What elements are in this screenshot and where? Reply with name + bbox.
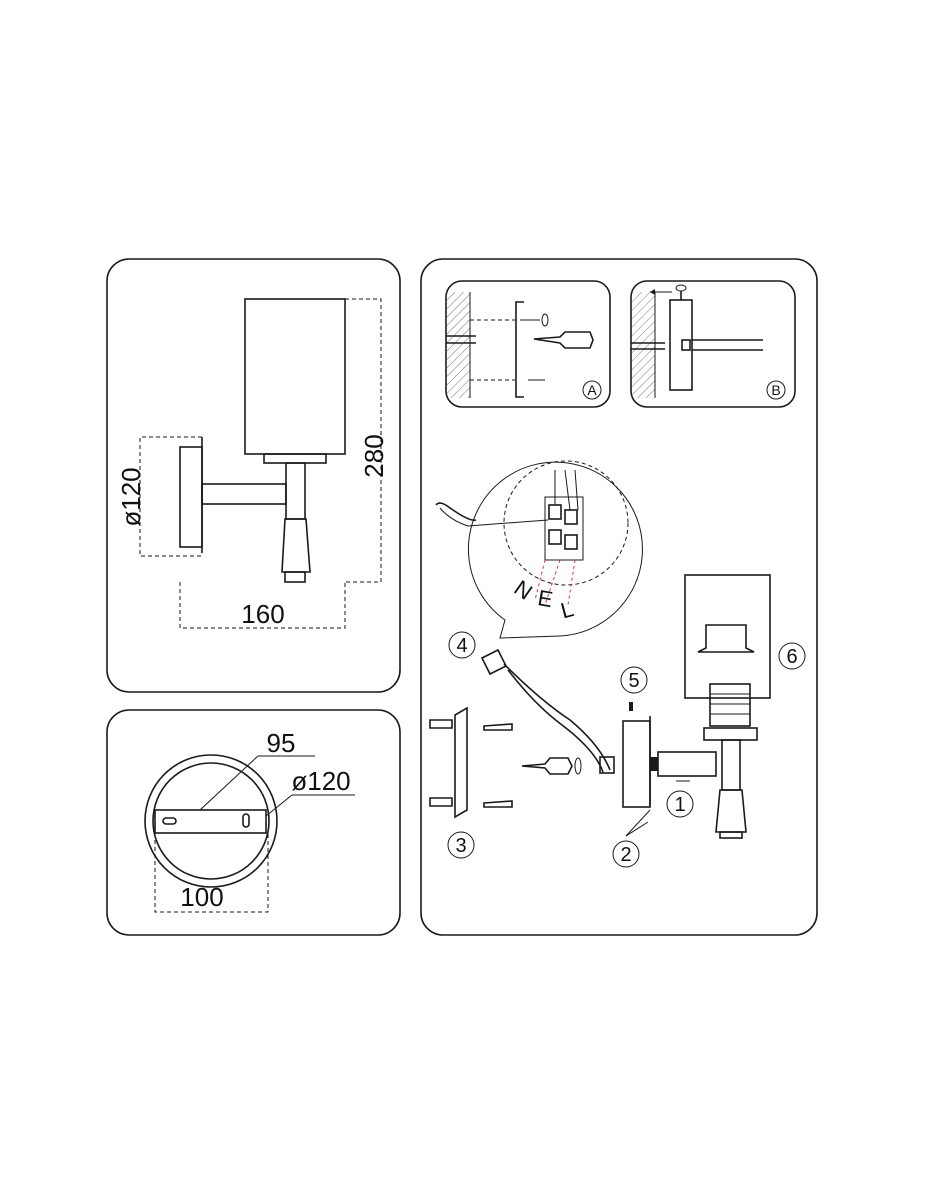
detail-a: A: [445, 280, 611, 408]
bracket-length-dimension: 95: [267, 728, 296, 758]
canopy: [622, 720, 651, 808]
lamp-handle-install: [715, 789, 747, 833]
height-dimension: 280: [359, 434, 389, 477]
base-outer-circle: [144, 754, 278, 888]
wire-label-n: N: [510, 575, 537, 605]
diameter-top-dimension: ø120: [291, 766, 350, 796]
width-dimension: 160: [241, 599, 284, 629]
lamp-arm: [201, 483, 287, 505]
wiring-magnifier: N E L: [435, 460, 643, 639]
panel-top-view: 95 ø120 100: [106, 709, 401, 936]
screwdriver-main-icon: [521, 757, 573, 775]
panel-side-border: [106, 258, 401, 693]
connector-cable: [480, 648, 615, 774]
bracket-span-dimension: 100: [180, 882, 223, 912]
connector-icon: [480, 648, 508, 676]
mounting-bracket-kit: [429, 706, 513, 819]
lamp-handle: [281, 518, 311, 573]
lamp-socket: [709, 683, 751, 727]
step-badges: 1 2 3 4 5 6: [447, 631, 806, 868]
panel-side-view: 280 ø120 160: [106, 258, 401, 693]
wall-base-plate: [179, 446, 203, 548]
mounting-bracket-top: [154, 809, 267, 834]
step-3-badge: 3: [455, 835, 466, 857]
detail-b: B: [630, 280, 796, 408]
step-4-badge: 4: [456, 635, 467, 657]
step-2-badge: 2: [620, 844, 631, 866]
step-6-badge: 6: [786, 646, 797, 668]
panel-install-border: [420, 258, 818, 936]
screwdriver-icon: [533, 331, 594, 349]
shade-collar: [263, 453, 327, 464]
panel-top-border: [106, 709, 401, 936]
detail-b-label: B: [771, 382, 780, 398]
diameter-side-dimension: ø120: [116, 467, 146, 526]
lamp-shade: [244, 298, 346, 455]
panel-installation: A B: [420, 258, 818, 936]
terminal-block-icon: [548, 504, 562, 520]
lamp-stem: [285, 462, 306, 520]
wall-plug-icon: [429, 719, 453, 729]
step-1-badge: 1: [674, 794, 685, 816]
screw-icon: [483, 723, 513, 731]
wire-label-l: L: [558, 596, 576, 623]
canopy-side: [669, 299, 693, 391]
glass-shade: [684, 574, 771, 699]
lamp-arm-assembly: [657, 751, 717, 777]
step-5-badge: 5: [628, 670, 639, 692]
mounting-bracket: [454, 706, 468, 819]
wire-label-e: E: [536, 585, 555, 612]
detail-a-label: A: [587, 382, 597, 398]
base-inner-circle: [152, 762, 270, 880]
